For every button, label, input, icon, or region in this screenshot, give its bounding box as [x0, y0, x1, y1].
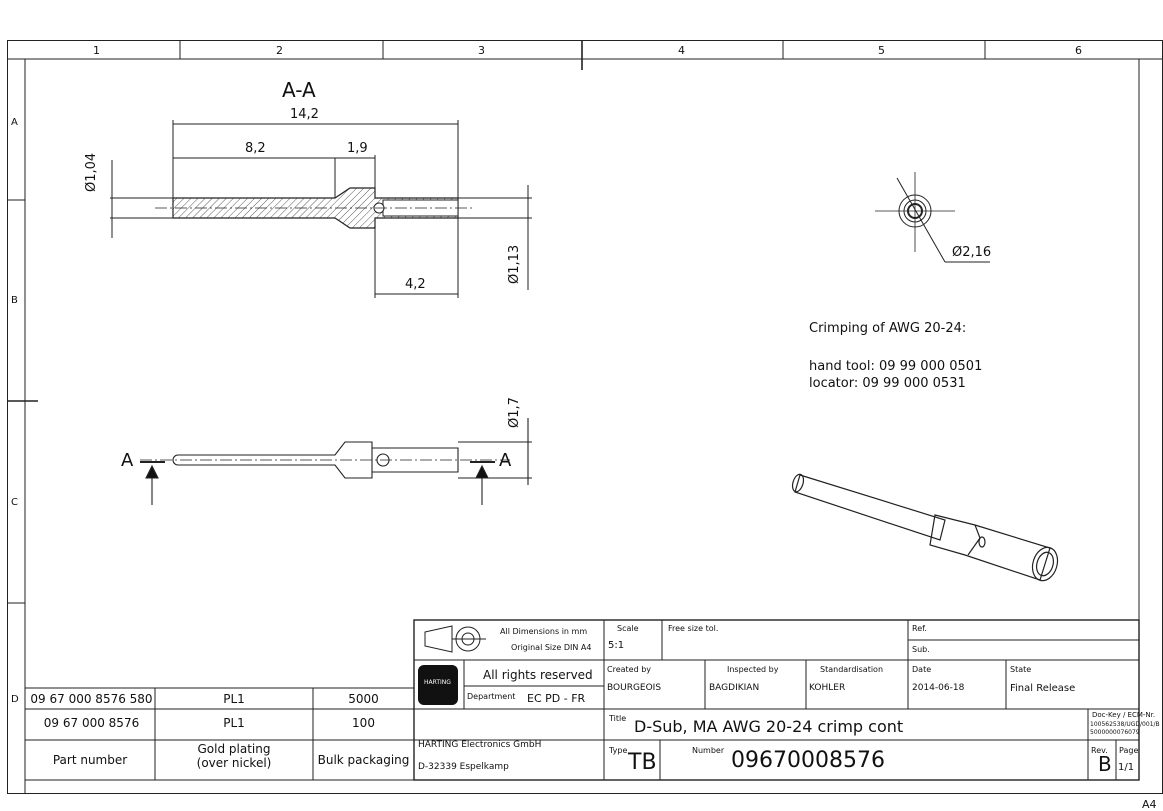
type-value: TB	[628, 750, 657, 775]
zone-row-d: D	[11, 694, 19, 705]
doc-key-value-1: 100562538/UGD/001/B	[1090, 721, 1160, 728]
zone-col-5: 5	[878, 44, 885, 57]
dim-length-a: 8,2	[245, 141, 266, 156]
inspected-by-value: BAGDIKIAN	[709, 683, 760, 693]
dim-dia-hole: Ø2,16	[952, 245, 992, 260]
title-label: Title	[609, 714, 627, 723]
zone-col-3: 3	[478, 44, 485, 57]
number-label: Number	[692, 746, 725, 755]
rev-label: Rev.	[1091, 746, 1108, 755]
original-size-note: Original Size DIN A4	[511, 643, 592, 652]
packaging-cell: 5000	[348, 692, 379, 706]
projection-symbol-icon	[424, 625, 486, 653]
hand-tool-note: hand tool: 09 99 000 0501	[809, 359, 983, 374]
dim-length-c: 4,2	[405, 277, 426, 292]
inspected-by-label: Inspected by	[727, 665, 779, 674]
number-value: 09670008576	[731, 748, 885, 773]
zone-row-a: A	[11, 117, 18, 128]
header-gold-plating: Gold plating (over nickel)	[196, 742, 272, 770]
state-value: Final Release	[1010, 683, 1076, 694]
doc-key-label: Doc-Key / ECM-Nr.	[1092, 711, 1156, 719]
crimping-note: Crimping of AWG 20-24:	[809, 321, 967, 336]
zone-row-b: B	[11, 295, 18, 306]
header-bulk-packaging: Bulk packaging	[317, 753, 410, 767]
part-number-cell: 09 67 000 8576 580	[30, 692, 153, 706]
side-view	[140, 418, 532, 505]
sub-label: Sub.	[912, 645, 930, 654]
sheet-size-mark: A4	[1142, 798, 1157, 811]
doc-key-value-2: 5000000076079	[1090, 729, 1140, 736]
state-label: State	[1010, 665, 1032, 674]
ref-label: Ref.	[912, 624, 927, 633]
tolerance-note: Free size tol.	[668, 624, 719, 633]
zone-col-6: 6	[1075, 44, 1082, 57]
company-address: D-32339 Espelkamp	[418, 762, 509, 772]
standardisation-label: Standardisation	[820, 665, 884, 674]
standardisation-value: KOHLER	[809, 683, 846, 693]
logo-text: HARTING	[424, 679, 451, 686]
cut-marker-left: A	[121, 450, 134, 471]
end-view	[875, 172, 990, 263]
plating-cell: PL1	[223, 716, 245, 730]
zone-col-2: 2	[276, 44, 283, 57]
packaging-cell: 100	[352, 716, 375, 730]
date-label: Date	[912, 665, 932, 674]
section-label: A-A	[282, 78, 316, 102]
header-part-number: Part number	[52, 753, 128, 767]
page-label: Page	[1119, 746, 1139, 755]
zone-row-c: C	[11, 497, 18, 508]
scale-label: Scale	[617, 624, 639, 633]
dim-total-length: 14,2	[290, 107, 319, 122]
rights-note: All rights reserved	[483, 668, 593, 682]
dim-dia-large: Ø1,7	[507, 397, 522, 428]
page-value: 1/1	[1118, 762, 1135, 773]
part-number-cell: 09 67 000 8576	[43, 716, 140, 730]
section-view	[110, 120, 532, 298]
dimensions-note: All Dimensions in mm	[500, 627, 588, 636]
dim-dia-small: Ø1,04	[84, 152, 99, 192]
zone-col-4: 4	[678, 44, 685, 57]
isometric-view	[791, 473, 1059, 582]
company-name: HARTING Electronics GmbH	[418, 740, 542, 750]
dim-dia-mid: Ø1,13	[507, 244, 522, 284]
created-by-value: BOURGEOIS	[607, 683, 662, 693]
created-by-label: Created by	[607, 665, 652, 674]
date-value: 2014-06-18	[912, 683, 965, 693]
drawing-title: D-Sub, MA AWG 20-24 crimp cont	[634, 717, 904, 736]
rev-value: B	[1098, 752, 1112, 776]
cut-marker-right: A	[499, 450, 512, 471]
department-label: Department	[467, 692, 516, 701]
zone-col-1: 1	[93, 44, 100, 57]
department-value: EC PD - FR	[527, 692, 586, 705]
locator-note: locator: 09 99 000 0531	[809, 376, 966, 391]
plating-cell: PL1	[223, 692, 245, 706]
scale-value: 5:1	[608, 640, 625, 651]
harting-logo-icon	[418, 665, 458, 705]
dim-length-b: 1,9	[347, 141, 368, 156]
type-label: Type	[609, 746, 628, 755]
